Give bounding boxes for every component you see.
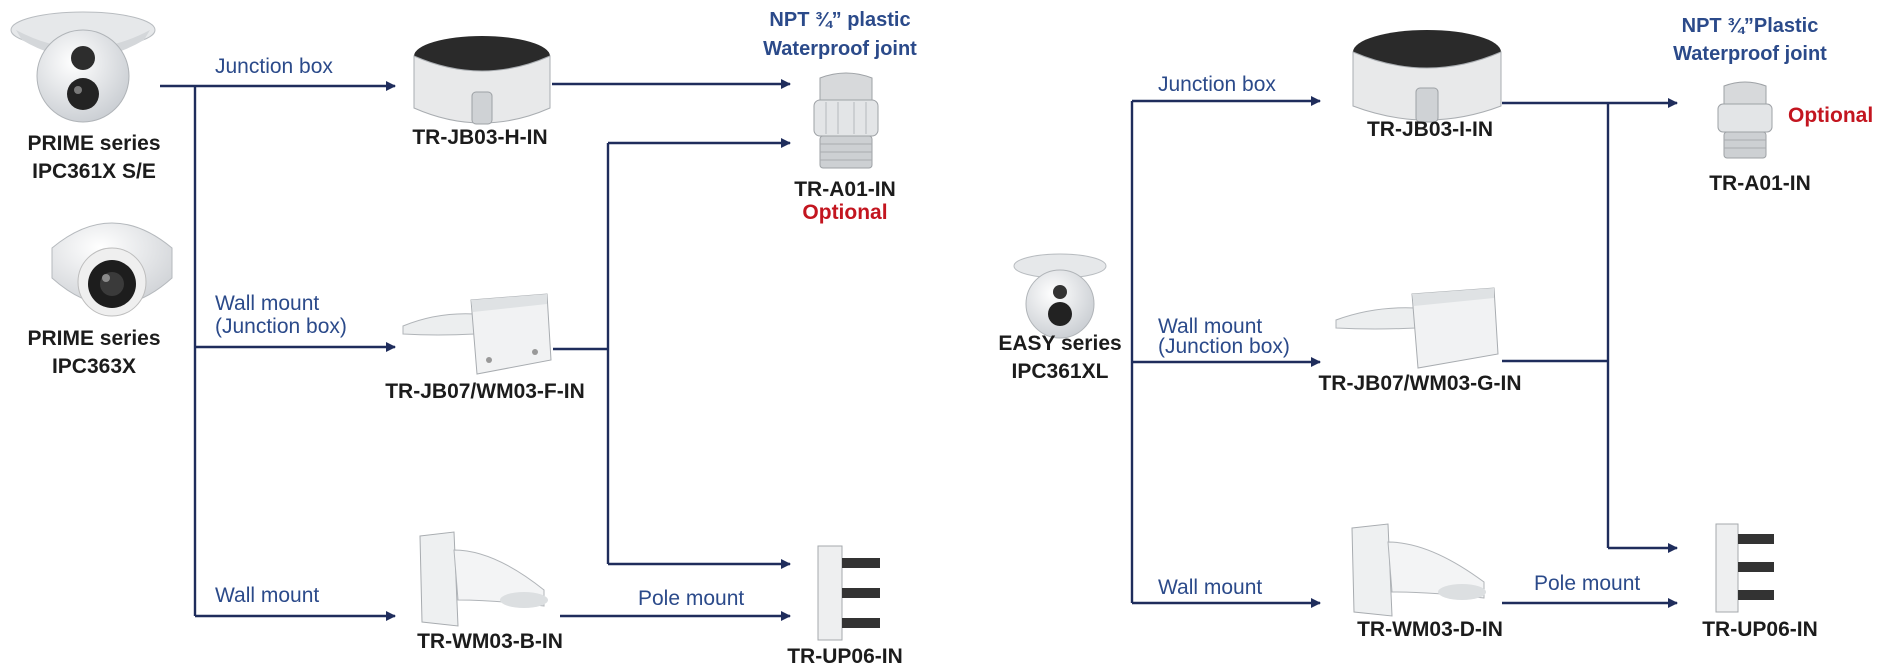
wall-mount-image: [1351, 523, 1486, 617]
connection-label-wall: Wall mount: [1158, 576, 1263, 599]
pole-mount-image: [817, 545, 880, 641]
product-code-label: TR-JB07/WM03-F-IN: [385, 380, 585, 403]
pole-mount-image: [1715, 523, 1774, 613]
connection-label-pole: Pole mount: [638, 587, 745, 610]
npt-subheading: Waterproof joint: [1673, 43, 1827, 65]
product-code-label: TR-JB03-I-IN: [1366, 118, 1493, 141]
turret-camera-image: [10, 11, 156, 123]
connection-label-pole: Pole mount: [1534, 572, 1641, 595]
junction-box-image: [1352, 30, 1502, 123]
product-code-label: TR-JB03-H-IN: [412, 126, 548, 149]
camera-series-label: PRIME series: [27, 327, 161, 350]
npt-heading: NPT ¾” plastic: [769, 9, 911, 31]
product-code-label: TR-A01-IN: [1709, 172, 1811, 195]
product-code-label: TR-UP06-IN: [787, 645, 903, 668]
wall-mount-image: [419, 531, 548, 627]
optional-label: Optional: [802, 201, 888, 224]
npt-heading: NPT ¾”Plastic: [1681, 15, 1819, 37]
dome-camera-image: [51, 222, 173, 317]
product-code-label: TR-WM03-D-IN: [1357, 618, 1503, 641]
product-code-label: TR-A01-IN: [794, 178, 896, 201]
connection-label-wall-jb-sub: (Junction box): [1158, 335, 1290, 358]
junction-box-image: [413, 36, 551, 125]
optional-label: Optional: [1788, 104, 1874, 127]
product-code-label: TR-UP06-IN: [1702, 618, 1818, 641]
camera-model-label: IPC361XL: [1011, 360, 1109, 383]
connection-label-wall-jb: Wall mount: [215, 292, 320, 315]
connection-label-junction: Junction box: [215, 55, 333, 78]
connection-label-wall-jb-sub: (Junction box): [215, 315, 347, 338]
connection-label-wall-jb: Wall mount: [1158, 315, 1263, 338]
camera-series-label: PRIME series: [27, 132, 161, 155]
waterproof-joint-image: [813, 72, 879, 169]
connection-label-wall: Wall mount: [215, 584, 320, 607]
camera-model-label: IPC361X S/E: [32, 160, 156, 183]
waterproof-joint-image: [1717, 81, 1773, 159]
easy-turret-camera-image: [1013, 253, 1107, 339]
product-code-label: TR-WM03-B-IN: [417, 630, 563, 653]
camera-model-label: IPC363X: [51, 355, 137, 378]
wall-mount-jb-image: [1335, 287, 1499, 369]
product-code-label: TR-JB07/WM03-G-IN: [1318, 372, 1522, 395]
connection-label-junction: Junction box: [1158, 73, 1276, 96]
wall-mount-jb-image: [402, 293, 552, 375]
camera-series-label: EASY series: [998, 332, 1122, 355]
npt-subheading: Waterproof joint: [763, 38, 917, 60]
